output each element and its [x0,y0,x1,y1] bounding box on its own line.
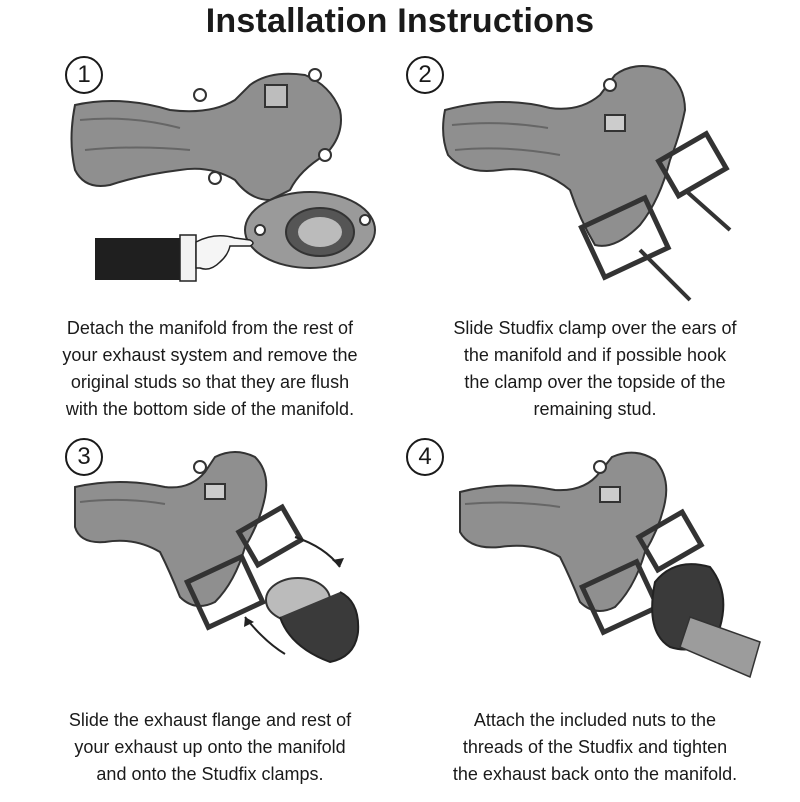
caption-line: Attach the included nuts to the [473,710,717,730]
caption-line: the exhaust back onto the manifold. [452,764,738,784]
step-3: 3 Slide the exhaust flange and rest of y… [0,432,400,802]
caption-line: the clamp over the topside of the [464,372,726,392]
caption-line: the manifold and if possible hook [463,345,727,365]
step-caption: Attach the included nuts to the threads … [420,707,770,788]
caption-line: and onto the Studfix clamps. [96,764,324,784]
caption-line: your exhaust up onto the manifold [74,737,346,757]
caption-line: Detach the manifold from the rest of [66,318,354,338]
manifold-clamp-icon [430,50,770,305]
caption-line: Slide Studfix clamp over the ears of [453,318,737,338]
caption-line: with the bottom side of the manifold. [65,399,355,419]
manifold-pointing-hand-icon [40,50,380,305]
caption-line: Slide the exhaust flange and rest of [68,710,352,730]
step-caption: Slide the exhaust flange and rest of you… [45,707,375,788]
caption-line: threads of the Studfix and tighten [462,737,728,757]
step-caption: Slide Studfix clamp over the ears of the… [420,315,770,423]
step-1: 1 Detach the manifold from the rest of y… [0,50,400,420]
step-2: 2 Slide Studfix clamp over the ears of t… [400,50,800,420]
caption-line: remaining stud. [533,399,657,419]
step-number-badge: 3 [65,438,103,476]
caption-line: your exhaust system and remove the [62,345,358,365]
page-title: Installation Instructions [205,2,595,40]
step-caption: Detach the manifold from the rest of you… [45,315,375,423]
manifold-assembled-icon [430,432,770,687]
step-4: 4 Attach the included nuts to the thread… [400,432,800,802]
manifold-flange-arrows-icon [40,432,380,687]
step-number-badge: 2 [406,56,444,94]
step-number-badge: 4 [406,438,444,476]
caption-line: original studs so that they are flush [70,372,350,392]
step-number-badge: 1 [65,56,103,94]
